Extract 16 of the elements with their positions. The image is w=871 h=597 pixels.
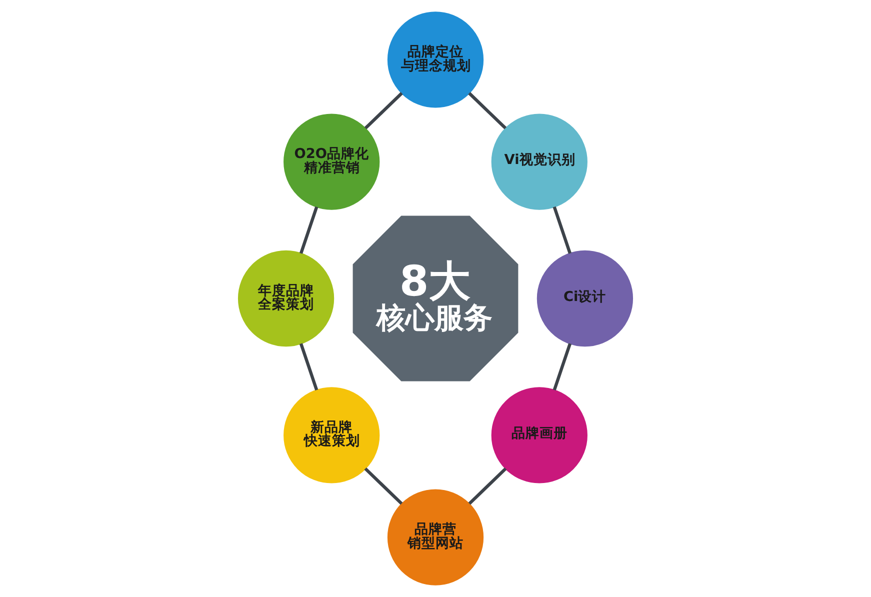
connector <box>468 92 507 130</box>
node-circle: 新品牌快速策划 <box>284 387 380 484</box>
connector <box>299 343 318 391</box>
node-circle: Vi视觉识别 <box>491 114 588 210</box>
node-circle: Ci设计 <box>536 250 634 347</box>
connector <box>552 343 572 391</box>
connector <box>364 92 403 130</box>
connector <box>468 468 507 505</box>
node-circle: 品牌定位与理念规划 <box>387 12 484 108</box>
connector <box>299 206 318 254</box>
connector <box>364 468 403 505</box>
node-circle: O2O品牌化精准营销 <box>284 114 380 210</box>
node-circle: 品牌画册 <box>491 387 588 484</box>
connector <box>552 206 572 254</box>
node-circle: 年度品牌全案策划 <box>238 250 334 347</box>
node-circle: 品牌营销型网站 <box>387 489 484 586</box>
